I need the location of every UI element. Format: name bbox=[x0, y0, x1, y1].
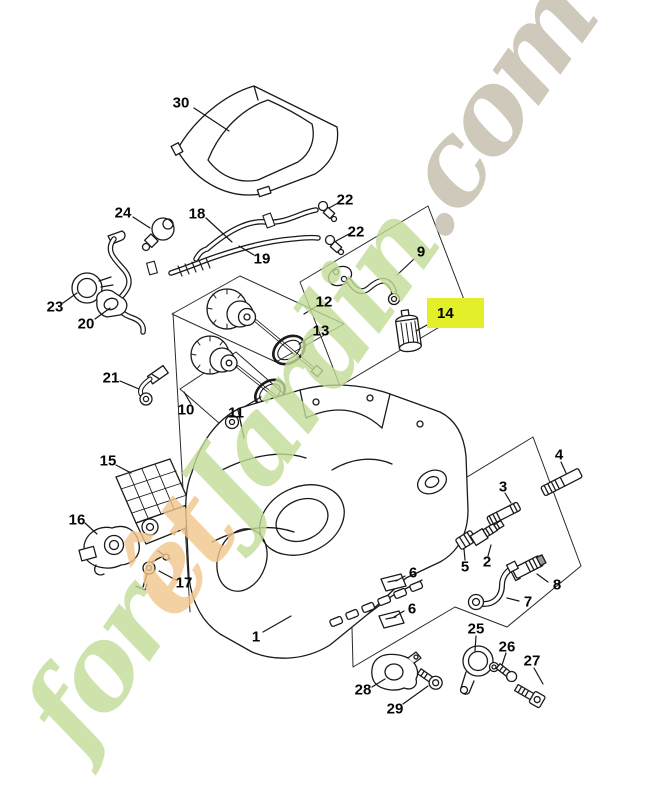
part-label-5: 5 bbox=[460, 558, 470, 576]
part-4-stud bbox=[540, 468, 583, 497]
part-13-o-ring bbox=[272, 334, 306, 366]
part-15-brake-cover bbox=[115, 458, 191, 545]
part-label-12: 12 bbox=[315, 293, 333, 311]
part-label-29: 29 bbox=[386, 700, 404, 718]
part-label-14-highlighted: 14 bbox=[427, 298, 484, 328]
part-21-elbow bbox=[138, 364, 169, 406]
part-27-screw bbox=[513, 683, 546, 709]
part-label-4: 4 bbox=[554, 446, 564, 464]
part-24-tank-vent bbox=[141, 217, 175, 252]
part-label-6-lower: 6 bbox=[407, 600, 417, 618]
part-20-pipe bbox=[96, 230, 146, 335]
part-label-15: 15 bbox=[99, 452, 117, 470]
part-18-fuel-hose bbox=[193, 207, 319, 262]
part-label-10: 10 bbox=[177, 401, 195, 419]
part-30-cover bbox=[170, 85, 339, 198]
part-label-1: 1 bbox=[251, 628, 261, 646]
part-label-7: 7 bbox=[523, 593, 533, 611]
part-22-nipple-lower bbox=[324, 234, 345, 256]
part-10-pump-assembly bbox=[190, 335, 306, 422]
part-28-grommet bbox=[371, 651, 422, 691]
part-25-clamp bbox=[459, 645, 500, 695]
part-7-elbow-connector bbox=[467, 560, 519, 611]
part-3-stud bbox=[486, 501, 521, 526]
part-label-13: 13 bbox=[312, 322, 330, 340]
part-2-plug-screw bbox=[469, 519, 505, 547]
part-label-30: 30 bbox=[172, 94, 190, 112]
part-16-housing bbox=[78, 525, 140, 576]
part-label-25: 25 bbox=[467, 620, 485, 638]
leader-lines bbox=[62, 107, 567, 705]
part-label-24: 24 bbox=[114, 204, 132, 222]
part-label-2: 2 bbox=[482, 553, 492, 571]
part-label-11: 11 bbox=[228, 404, 244, 422]
part-12-pump-assembly bbox=[206, 288, 324, 378]
part-label-16: 16 bbox=[68, 511, 86, 529]
part-label-22-upper: 22 bbox=[336, 191, 354, 209]
part-17-lever bbox=[135, 550, 171, 591]
part-label-22-lower: 22 bbox=[347, 223, 365, 241]
part-22-nipple-upper bbox=[317, 200, 338, 223]
part-label-8: 8 bbox=[552, 576, 562, 594]
part-label-17: 17 bbox=[175, 574, 193, 592]
part-label-19: 19 bbox=[253, 250, 271, 268]
part-label-27: 27 bbox=[523, 652, 541, 670]
part-label-6-upper: 6 bbox=[408, 564, 418, 582]
part-19-hose bbox=[146, 234, 321, 277]
part-9-formed-hose bbox=[327, 265, 401, 306]
part-label-20: 20 bbox=[77, 315, 95, 333]
part-label-18: 18 bbox=[188, 205, 206, 223]
part-label-26: 26 bbox=[498, 638, 516, 656]
part-14-fuel-filter bbox=[395, 309, 422, 353]
part-label-28: 28 bbox=[354, 681, 372, 699]
part-label-3: 3 bbox=[498, 478, 508, 496]
part-label-23: 23 bbox=[46, 298, 64, 316]
part-label-21: 21 bbox=[102, 369, 120, 387]
part-29-screw bbox=[416, 668, 443, 690]
part-label-9: 9 bbox=[416, 243, 426, 261]
part-26-screw bbox=[495, 663, 518, 683]
